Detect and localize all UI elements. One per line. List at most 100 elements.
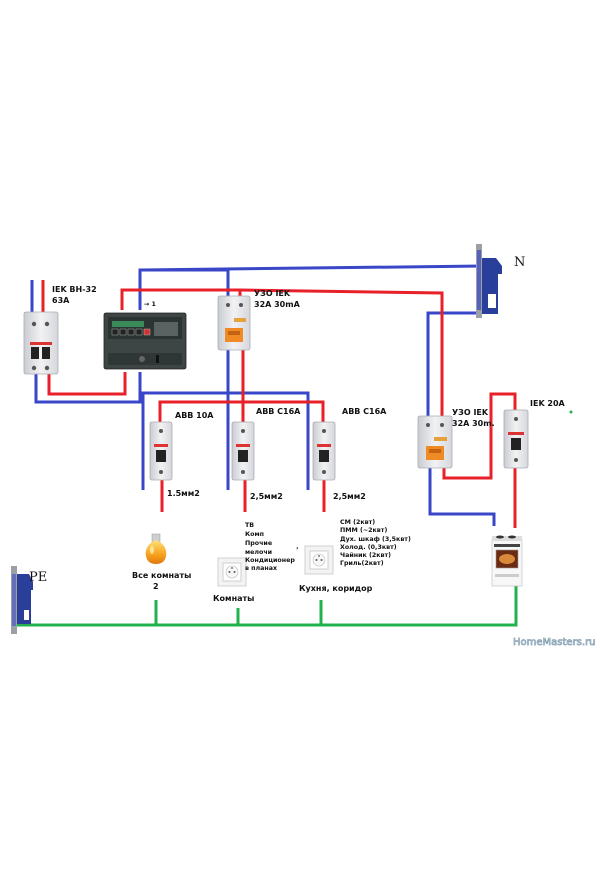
terminal-icon <box>241 470 245 474</box>
neutral-trunk <box>139 264 484 272</box>
kitchen-label: Кухня, коридор <box>299 584 373 593</box>
toggle-icon <box>238 450 248 462</box>
toggle-icon <box>511 438 521 450</box>
socket-icon <box>217 557 247 587</box>
kitchen-load-item: ПММ (~2квт) <box>340 527 387 534</box>
breaker-lighting-cable: 1.5мм2 <box>167 489 200 498</box>
breaker-lighting[interactable] <box>149 421 173 481</box>
watermark: HomeMasters.ru <box>513 637 596 648</box>
meter-digit <box>111 328 119 336</box>
terminal-icon <box>159 429 163 433</box>
rooms-load-list: ТВ Комп Прочие мелочи Кондиционер в план… <box>245 522 295 572</box>
breaker-rooms[interactable] <box>231 421 255 481</box>
main-rcd-rating: 32A 30mA <box>254 300 301 309</box>
toggle-icon <box>319 450 329 462</box>
breaker-kitchen-cable: 2,5мм2 <box>333 492 366 501</box>
breaker-strip <box>508 432 524 435</box>
stove-rcd-body <box>417 415 453 469</box>
phase-wires <box>41 280 517 528</box>
meter-tag: → 1 <box>144 301 156 308</box>
terminal-icon <box>514 417 518 421</box>
busbar-screws <box>477 250 481 310</box>
terminal-icon <box>322 429 326 433</box>
meter-digit <box>135 328 143 336</box>
phase-wire-meter-to-rcd <box>120 288 242 310</box>
rooms-load-item: Кондиционер <box>245 557 295 564</box>
terminal-icon <box>31 365 37 371</box>
stray-dot <box>569 410 573 414</box>
lighting-count: 2 <box>153 582 159 591</box>
terminal-icon <box>239 303 243 307</box>
kitchen-load-item: Гриль(2квт) <box>340 560 384 567</box>
terminal-icon <box>241 429 245 433</box>
terminal-icon <box>31 321 37 327</box>
busbar-clip <box>488 294 496 308</box>
stove-rcd-name: УЗО IEK <box>452 408 489 417</box>
busbar-holder <box>482 258 502 314</box>
light-bulb-icon <box>145 533 167 564</box>
rooms-load-item: Прочие <box>245 540 272 547</box>
kitchen-load-item: Дух. шкаф (3,5квт) <box>340 535 411 543</box>
rcd-handle-grip <box>228 331 240 335</box>
main-breaker[interactable] <box>23 311 59 375</box>
rooms-load-item: ТВ <box>245 522 254 529</box>
rooms-load-item: мелочи <box>245 549 272 556</box>
stove-rcd[interactable] <box>417 415 453 469</box>
rooms-label: Комнаты <box>213 594 254 603</box>
busbar-screws <box>12 574 16 626</box>
kitchen-load-list: СМ (2квт) ПММ (~2квт) Дух. шкаф (3,5квт)… <box>340 519 411 567</box>
terminal-icon <box>226 303 230 307</box>
test-button-icon <box>234 318 246 322</box>
breaker-strip <box>154 444 168 447</box>
toggle-icon <box>156 450 166 462</box>
breaker-rooms-cable: 2,5мм2 <box>250 492 283 501</box>
toggle-icon <box>31 347 39 359</box>
neutral-wire-dist-left <box>141 391 228 490</box>
rcd-handle-grip <box>429 449 441 453</box>
neutral-wires <box>30 264 496 526</box>
kitchen-load-item: СМ (2квт) <box>340 519 375 526</box>
neutral-busbar[interactable] <box>476 244 502 318</box>
neutral-wire-dist-right <box>228 391 310 490</box>
kitchen-load-item: Чайник (2квт) <box>340 551 391 559</box>
phase-wire-top <box>239 288 444 418</box>
phase-wire-rcd-to-stove-breaker <box>442 392 517 480</box>
neutral-wire-stove-rcd-in <box>426 311 482 418</box>
terminal-icon <box>159 470 163 474</box>
rooms-load-item: Комп <box>245 531 264 538</box>
phase-wire-breaker-to-meter <box>47 372 127 396</box>
meter-info-plate <box>154 322 178 336</box>
electric-stove-icon[interactable] <box>491 535 523 587</box>
breaker-strip <box>317 444 331 447</box>
terminal-icon <box>44 321 50 327</box>
breaker-rooms-name: ABB C16A <box>256 407 301 416</box>
stove-rcd-rating: 32A 30m. <box>452 419 495 428</box>
breaker-kitchen[interactable] <box>312 421 336 481</box>
breaker-lighting-name: ABB 10A <box>175 411 214 420</box>
earth-busbar[interactable] <box>11 566 33 634</box>
seal-screw-icon <box>139 356 145 362</box>
meter-digit <box>119 328 127 336</box>
stove-breaker[interactable] <box>503 409 529 469</box>
earth-busbar-label: PE <box>29 570 47 585</box>
main-rcd[interactable] <box>217 295 251 351</box>
neutral-wire-stove <box>428 468 496 526</box>
test-button-icon <box>434 437 447 441</box>
neutral-busbar-label: N <box>514 255 525 270</box>
terminal-icon <box>514 458 518 462</box>
earth-wires <box>16 585 518 627</box>
terminal-icon <box>440 423 444 427</box>
meter-digit <box>127 328 135 336</box>
rooms-load-item: в планах <box>245 565 277 572</box>
busbar-clip <box>24 610 29 620</box>
stray-mark: › <box>296 545 299 552</box>
electricity-meter[interactable] <box>103 312 187 370</box>
main-rcd-name: УЗО IEK <box>254 289 291 298</box>
main-breaker-rating: 63A <box>52 296 70 305</box>
toggle-icon <box>42 347 50 359</box>
socket-icon <box>304 545 334 575</box>
meter-brand-plate <box>112 321 144 327</box>
breaker-kitchen-name: ABB C16A <box>342 407 387 416</box>
terminal-icon <box>44 365 50 371</box>
